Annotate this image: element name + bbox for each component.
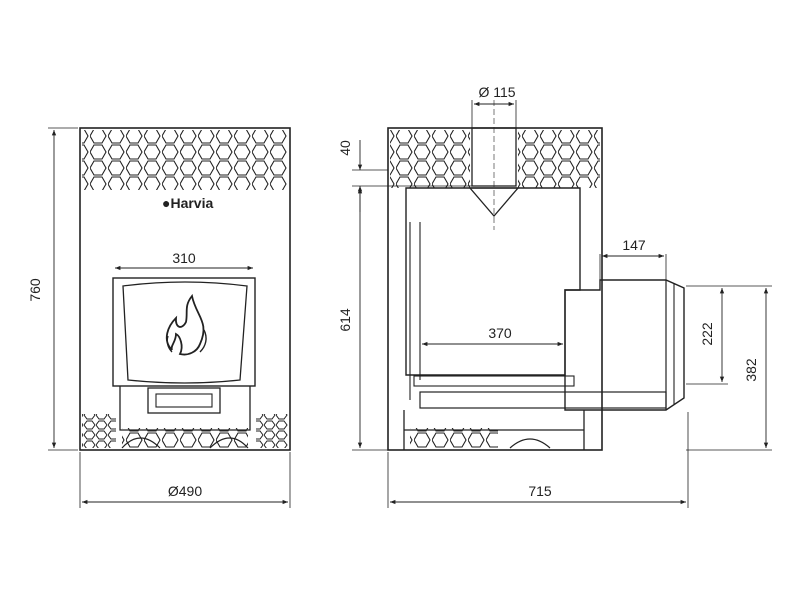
flame-icon bbox=[165, 293, 205, 356]
dim-490-label: Ø490 bbox=[168, 483, 202, 499]
side-top-vent-left bbox=[390, 130, 470, 188]
dim-614-label: 614 bbox=[337, 308, 353, 332]
side-foot-arch bbox=[509, 438, 551, 449]
firebox-outline bbox=[405, 187, 581, 376]
side-top-vent-right bbox=[518, 130, 600, 188]
dim-760-label: 760 bbox=[27, 278, 43, 302]
dim-382-label: 382 bbox=[743, 358, 759, 382]
ash-box bbox=[147, 387, 221, 414]
front-door-frame bbox=[112, 277, 256, 387]
front-door-panel bbox=[122, 281, 248, 384]
dim-715-label: 715 bbox=[528, 483, 552, 499]
flame-detail-right bbox=[199, 329, 207, 353]
brand-logo: ●Harvia bbox=[162, 195, 213, 211]
firebox-baffle bbox=[468, 187, 520, 217]
front-base-vent-right bbox=[256, 414, 288, 448]
logo-text: ●Harvia bbox=[162, 195, 213, 211]
dim-115-label: Ø 115 bbox=[478, 84, 515, 100]
flame-detail-left bbox=[166, 335, 173, 353]
front-base-vent-left bbox=[82, 414, 116, 448]
side-door-block bbox=[564, 279, 685, 411]
front-view: ●Harvia 760 310 Ø490 bbox=[27, 127, 291, 508]
dim-310-label: 310 bbox=[172, 250, 196, 266]
ash-box-handle bbox=[155, 393, 213, 408]
front-foot-arch-right bbox=[209, 437, 249, 449]
dim-40-label: 40 bbox=[337, 140, 353, 156]
grate bbox=[413, 375, 575, 387]
front-foot-arch-left bbox=[121, 437, 161, 449]
front-body-outline bbox=[79, 127, 291, 451]
side-view: Ø 115 40 614 370 147 222 382 715 bbox=[337, 84, 772, 508]
front-top-vent bbox=[82, 130, 288, 190]
front-base bbox=[119, 386, 251, 431]
ash-pan bbox=[419, 391, 667, 409]
dim-370-label: 370 bbox=[488, 325, 512, 341]
dim-222-label: 222 bbox=[699, 322, 715, 346]
side-base-vent bbox=[410, 428, 498, 448]
dim-147-label: 147 bbox=[622, 237, 646, 253]
